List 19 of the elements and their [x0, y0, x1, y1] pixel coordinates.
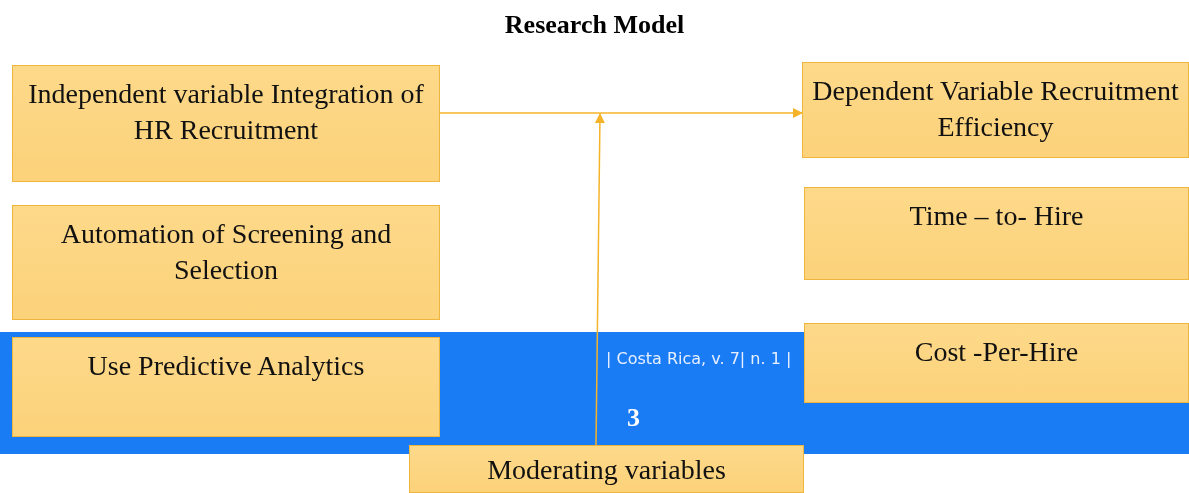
diagram-title: Research Model: [503, 10, 686, 40]
box-text: Use Predictive Analytics: [86, 349, 366, 383]
variable-box: [409, 445, 804, 493]
box-text: Dependent Variable Recruitment Efficiency: [811, 74, 1180, 145]
variable-box: [12, 205, 440, 320]
box-text: Independent variable Integration of HR Recruitment: [27, 77, 425, 148]
variable-box: [12, 337, 440, 437]
variable-box: [802, 62, 1189, 158]
variable-box: [804, 323, 1189, 403]
arrow: [439, 108, 803, 118]
box-text: Time – to- Hire: [908, 199, 1085, 233]
variable-box: [804, 187, 1189, 280]
box-text: Moderating variables: [486, 453, 727, 487]
box-text: Cost -Per-Hire: [913, 335, 1080, 369]
arrow: [594, 113, 605, 446]
footer-text: | Costa Rica, v. 7| n. 1 |: [606, 349, 792, 368]
box-text: Automation of Screening and Selection: [59, 217, 393, 288]
variable-box: [12, 65, 440, 182]
page-number: 3: [627, 403, 640, 433]
